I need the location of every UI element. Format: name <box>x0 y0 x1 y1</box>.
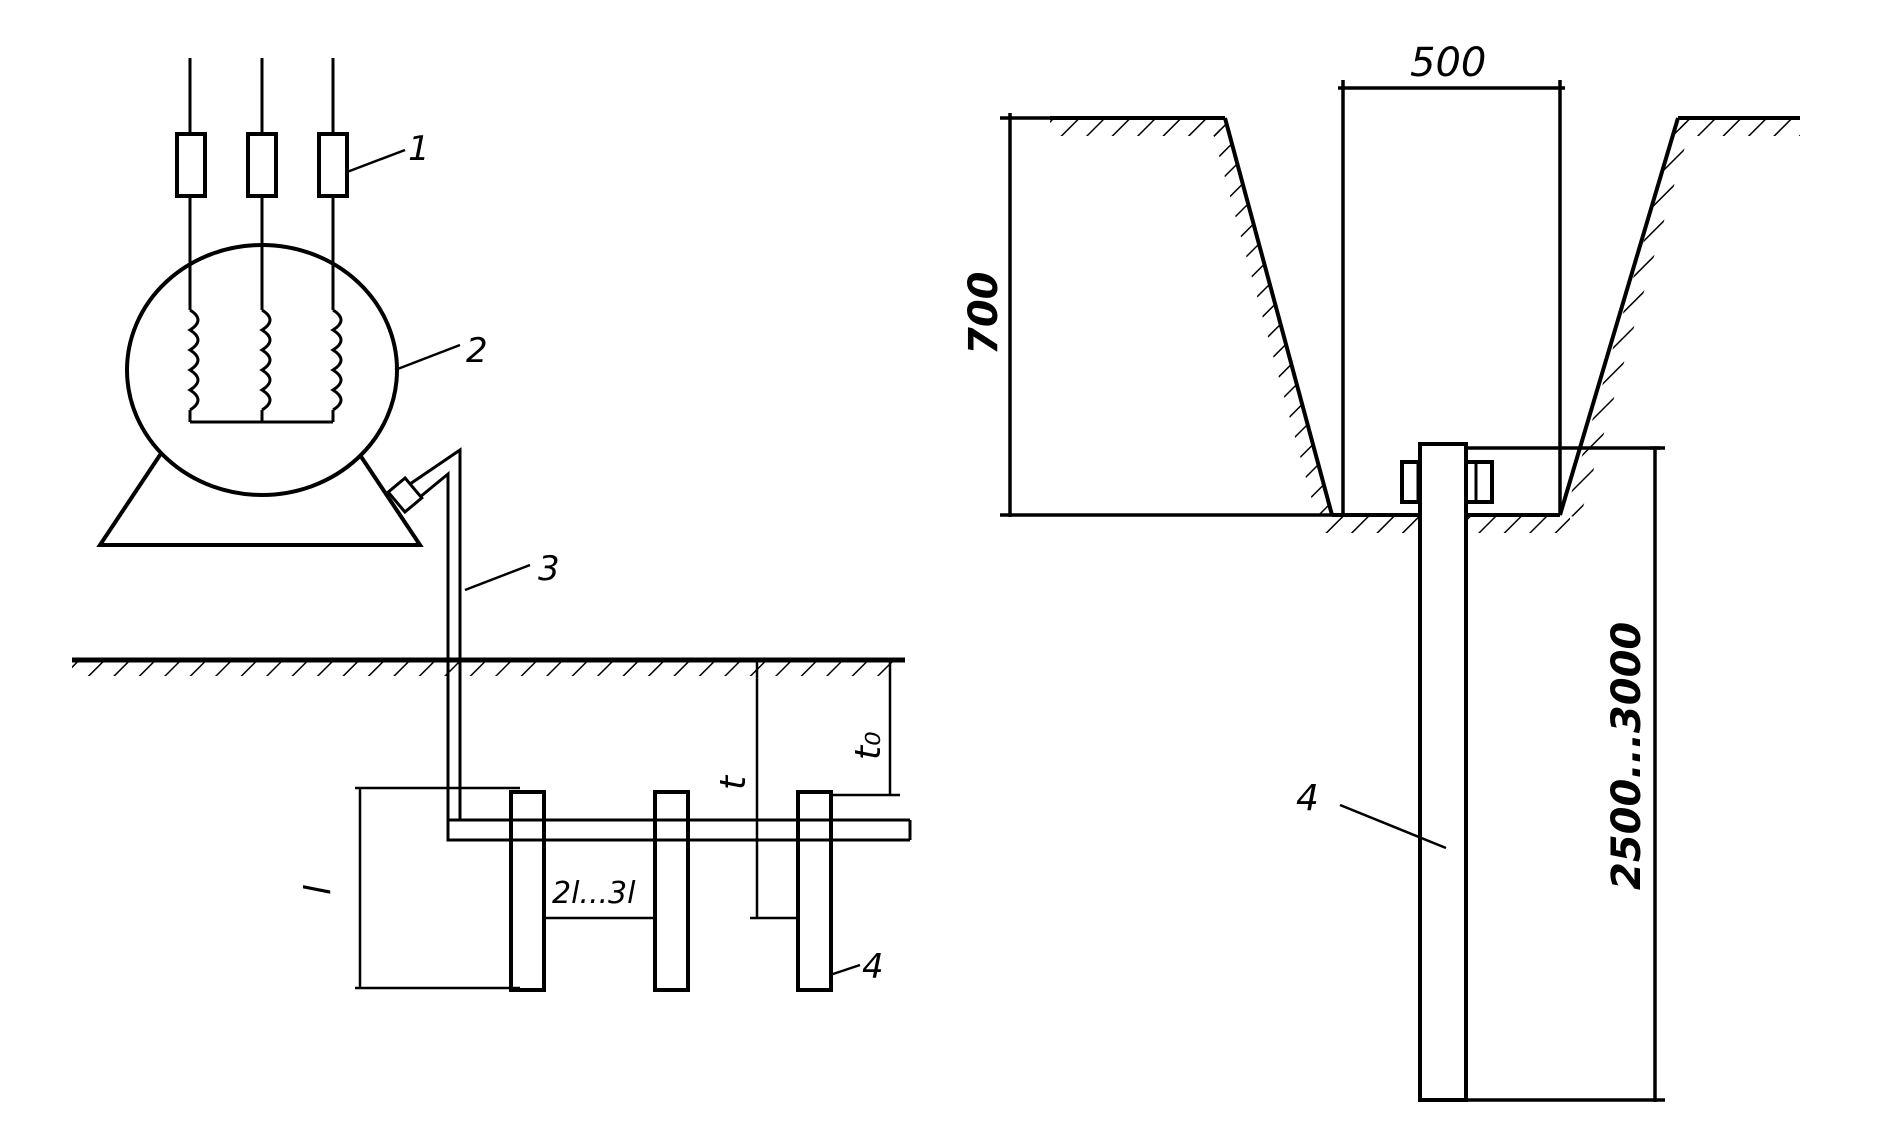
callout-electrodes: 4 <box>862 947 884 987</box>
callout-leaders-left <box>346 148 861 977</box>
dim-depth-t <box>750 660 798 920</box>
dim-trench-width <box>1338 80 1565 515</box>
ground-surface-left <box>72 657 905 676</box>
callout-fuses: 1 <box>408 129 430 169</box>
label-trench-width: 500 <box>1410 40 1486 86</box>
vertical-electrode <box>1418 442 1468 1102</box>
right-diagram <box>1000 80 1800 1102</box>
label-electrode-spacing: 2l...3l <box>552 876 636 911</box>
ground-terminal <box>386 475 424 515</box>
label-depth-t0: t₀ <box>848 731 889 760</box>
callout-leader-electrode <box>1339 803 1447 850</box>
dim-electrode-length <box>355 786 520 990</box>
label-electrode-length-right: 2500...3000 <box>1604 622 1650 890</box>
callout-motor: 2 <box>466 331 488 371</box>
label-depth-t: t <box>713 774 754 790</box>
ground-electrodes <box>509 790 833 992</box>
trench-wall-left <box>1223 117 1334 516</box>
left-diagram <box>72 58 912 992</box>
callout-electrode-right: 4 <box>1296 778 1319 819</box>
ground-strip <box>446 792 910 842</box>
label-electrode-length: l <box>298 885 339 895</box>
label-trench-depth: 700 <box>961 272 1007 356</box>
dim-electrode-length-right <box>1466 446 1665 1102</box>
dim-depth-t0 <box>830 660 900 797</box>
trench-wall-right <box>1558 117 1680 516</box>
grounding-conductor <box>409 447 912 842</box>
dim-trench-depth <box>1000 113 1332 517</box>
fuses <box>175 132 349 198</box>
callout-ground-conductor: 3 <box>538 549 560 589</box>
motor-windings <box>187 240 343 424</box>
